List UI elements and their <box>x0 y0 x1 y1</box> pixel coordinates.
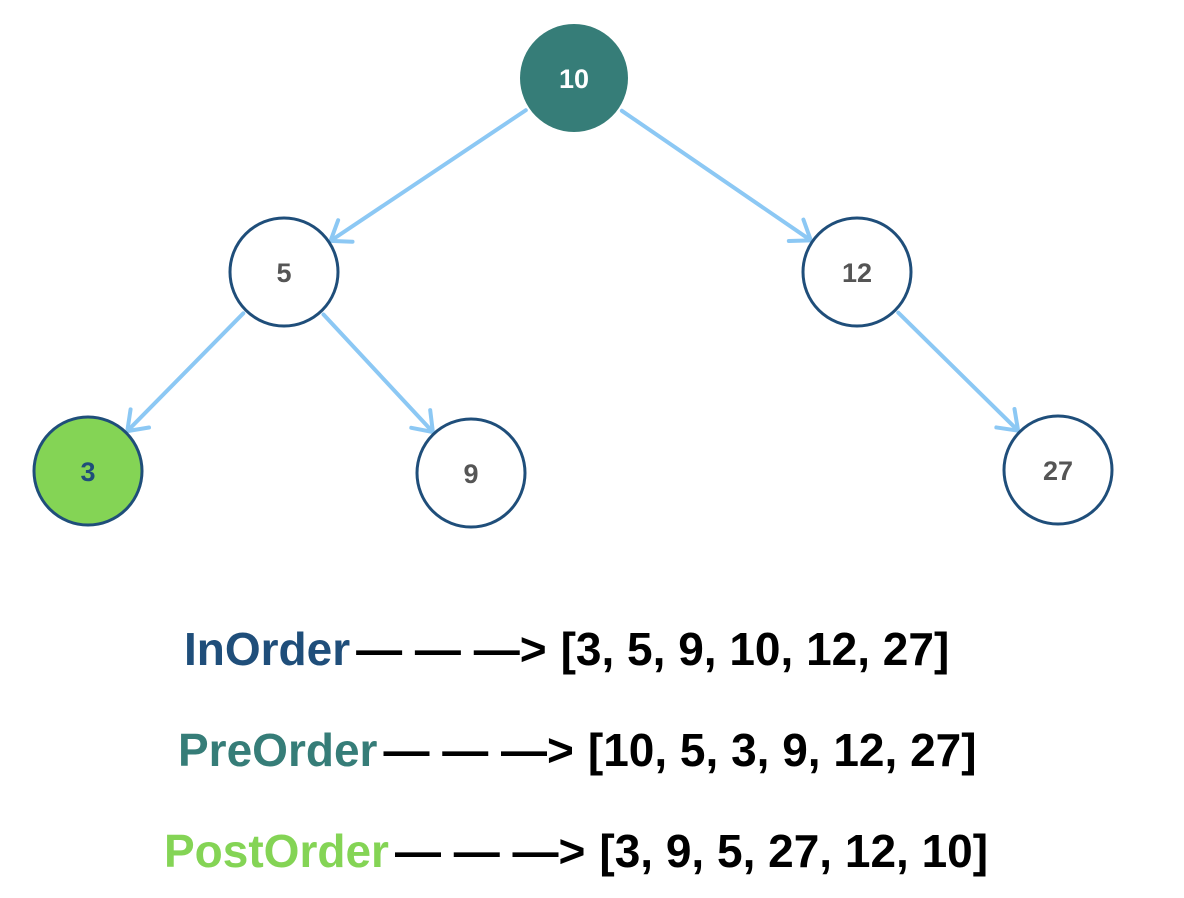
node-circle <box>228 216 340 328</box>
edge-10-to-5 <box>328 108 528 244</box>
arrowhead-icon <box>125 407 151 434</box>
edge-line <box>896 310 1021 433</box>
node-label: 27 <box>1043 456 1073 486</box>
node-circle <box>415 417 527 529</box>
binary-tree-diagram: 10 5 12 3 9 27 <box>32 24 1114 529</box>
edge-line <box>321 312 435 434</box>
arrowhead-icon <box>786 217 813 243</box>
tree-node-10: 10 <box>520 24 628 132</box>
arrowhead-icon <box>994 406 1021 433</box>
edge-line <box>619 108 813 243</box>
inorder-result: [3, 5, 9, 10, 12, 27] <box>560 623 950 675</box>
tree-node-3: 3 <box>32 415 144 527</box>
edge-12-to-27 <box>896 310 1021 433</box>
arrowhead-icon <box>409 408 435 434</box>
arrowhead-icon <box>328 218 355 244</box>
node-label: 12 <box>842 258 872 288</box>
postorder-label: PostOrder <box>164 825 389 877</box>
tree-node-27: 27 <box>1002 414 1114 526</box>
node-circle <box>801 216 913 328</box>
tree-node-9: 9 <box>415 417 527 529</box>
node-circle <box>520 24 628 132</box>
tree-edges <box>125 108 1021 434</box>
postorder-result: [3, 9, 5, 27, 12, 10] <box>599 825 989 877</box>
tree-nodes: 10 5 12 3 9 27 <box>32 24 1114 529</box>
inorder-traversal-line: InOrder— — —>[3, 5, 9, 10, 12, 27] <box>0 624 1184 674</box>
node-label: 3 <box>80 457 95 487</box>
edge-5-to-3 <box>125 311 246 434</box>
inorder-label: InOrder <box>184 623 351 675</box>
postorder-arrow: — — —> <box>394 825 586 877</box>
node-circle <box>1002 414 1114 526</box>
node-label: 9 <box>463 459 478 489</box>
node-label: 10 <box>559 64 589 94</box>
preorder-label: PreOrder <box>178 724 378 776</box>
edge-line <box>125 311 246 434</box>
postorder-traversal-line: PostOrder— — —>[3, 9, 5, 27, 12, 10] <box>0 826 1184 876</box>
inorder-arrow: — — —> <box>356 623 547 675</box>
tree-node-12: 12 <box>801 216 913 328</box>
edge-5-to-9 <box>321 312 435 434</box>
preorder-arrow: — — —> <box>383 724 574 776</box>
preorder-result: [10, 5, 3, 9, 12, 27] <box>587 724 977 776</box>
tree-node-5: 5 <box>228 216 340 328</box>
edge-line <box>328 108 528 243</box>
edge-10-to-12 <box>619 108 813 243</box>
preorder-traversal-line: PreOrder— — —>[10, 5, 3, 9, 12, 27] <box>0 725 1184 775</box>
node-circle <box>32 415 144 527</box>
node-label: 5 <box>276 258 291 288</box>
